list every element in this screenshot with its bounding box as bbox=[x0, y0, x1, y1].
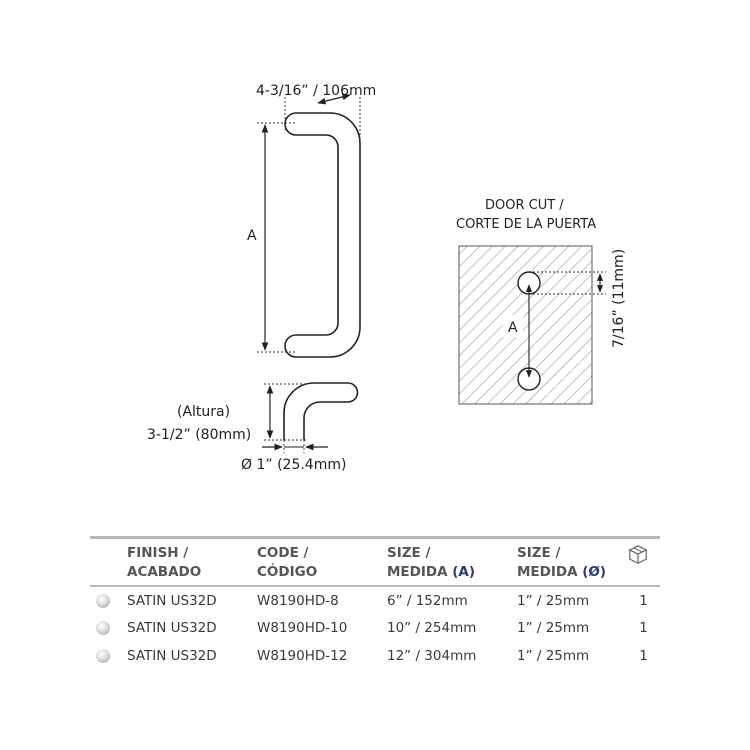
handle-front-view: 4-3/16” / 106mm A bbox=[247, 83, 376, 358]
door-cut-hole-label: 7/16” (11mm) bbox=[611, 249, 627, 348]
handle-side-view: (Altura) 3-1/2” (80mm) Ø 1” (25.4mm) bbox=[147, 382, 359, 473]
height-label-line1: (Altura) bbox=[177, 404, 230, 420]
door-cut-detail: DOOR CUT / CORTE DE LA PUERTA A 7/16” (1… bbox=[456, 198, 627, 405]
top-width-label: 4-3/16” / 106mm bbox=[256, 83, 376, 99]
header-finish: FINISH / ACABADO bbox=[127, 545, 202, 580]
spec-table: FINISH / ACABADO CODE / CÓDIGO SIZE / ME… bbox=[90, 536, 660, 670]
door-cut-title-line1: DOOR CUT / bbox=[485, 198, 564, 213]
header-code: CODE / CÓDIGO bbox=[257, 545, 318, 580]
diameter-label: Ø 1” (25.4mm) bbox=[241, 457, 346, 473]
height-label-line2: 3-1/2” (80mm) bbox=[147, 427, 251, 443]
handle-outline bbox=[284, 112, 361, 358]
cell-qty: 1 bbox=[639, 620, 648, 637]
table-row: SATIN US32D W8190HD-12 12” / 304mm 1” / … bbox=[90, 642, 660, 670]
cell-size-a: 6” / 152mm bbox=[387, 592, 468, 609]
header-size-a: SIZE / MEDIDA (A) bbox=[387, 545, 476, 580]
header-size-d: SIZE / MEDIDA (Ø) bbox=[517, 545, 607, 580]
cell-code: W8190HD-8 bbox=[257, 592, 339, 609]
cell-qty: 1 bbox=[639, 592, 648, 609]
cell-code: W8190HD-10 bbox=[257, 620, 348, 637]
cell-size-a: 10” / 254mm bbox=[387, 620, 477, 637]
cell-size-d: 1” / 25mm bbox=[517, 647, 590, 664]
top-width-arrow bbox=[317, 93, 351, 105]
cell-code: W8190HD-12 bbox=[257, 647, 348, 664]
door-cut-a-label: A bbox=[508, 320, 518, 336]
finish-swatch bbox=[96, 593, 110, 608]
cell-size-d: 1” / 25mm bbox=[517, 592, 590, 609]
technical-drawing: 4-3/16” / 106mm A (Altura) 3-1/2” (80mm)… bbox=[147, 83, 627, 473]
cell-size-d: 1” / 25mm bbox=[517, 620, 590, 637]
table-row: SATIN US32D W8190HD-8 6” / 152mm 1” / 25… bbox=[90, 586, 660, 615]
finish-swatch bbox=[96, 648, 110, 663]
cell-qty: 1 bbox=[639, 647, 648, 664]
cell-finish: SATIN US32D bbox=[127, 647, 217, 664]
cell-size-a: 12” / 304mm bbox=[387, 647, 477, 664]
table-row: SATIN US32D W8190HD-10 10” / 254mm 1” / … bbox=[90, 615, 660, 643]
length-a-label: A bbox=[247, 228, 257, 244]
header-qty bbox=[627, 538, 660, 587]
handle-side-outline bbox=[283, 382, 359, 440]
door-cut-title-line2: CORTE DE LA PUERTA bbox=[456, 217, 596, 232]
box-icon bbox=[628, 545, 648, 564]
cell-finish: SATIN US32D bbox=[127, 592, 217, 609]
cell-finish: SATIN US32D bbox=[127, 620, 217, 637]
table-header-row: FINISH / ACABADO CODE / CÓDIGO SIZE / ME… bbox=[90, 537, 660, 587]
finish-swatch bbox=[96, 621, 110, 636]
